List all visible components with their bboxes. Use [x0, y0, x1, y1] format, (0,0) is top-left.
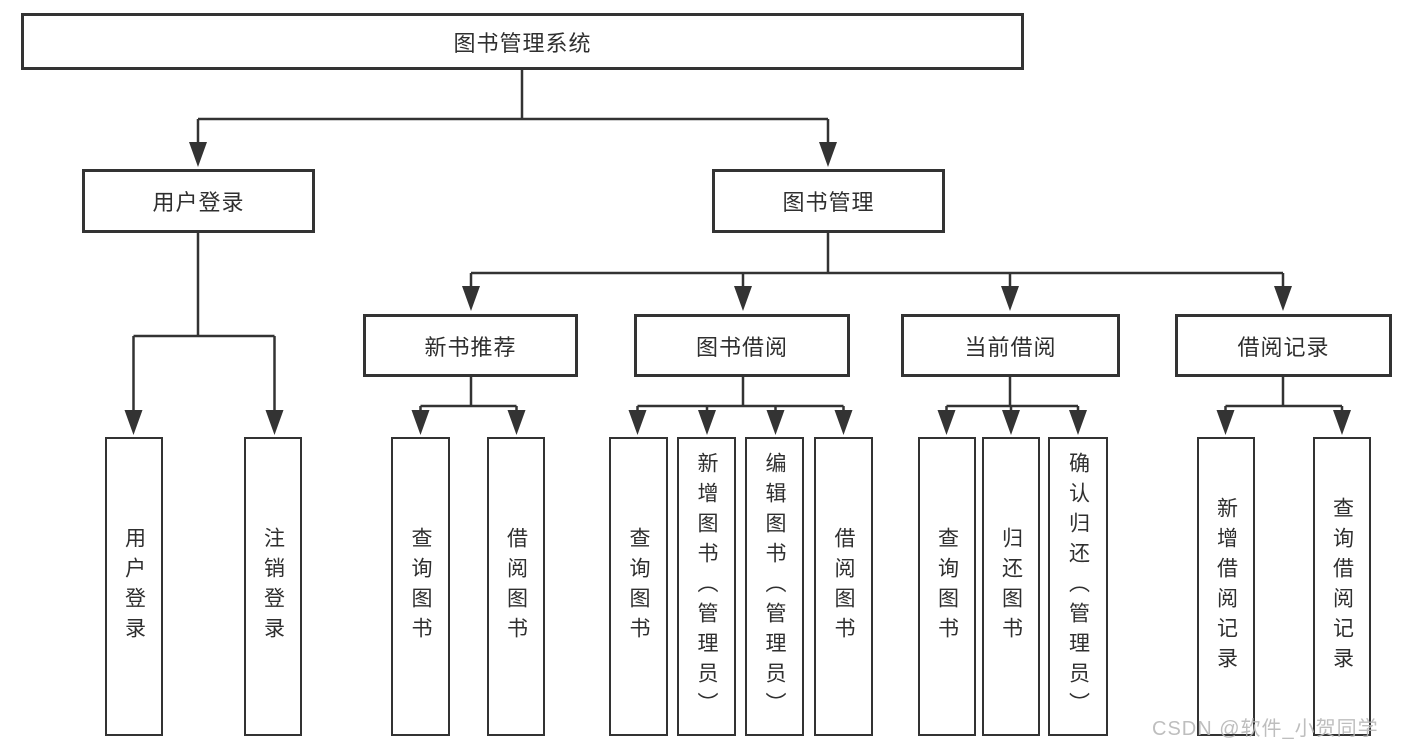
- node-book-borrowing-label: 图书借阅: [695, 334, 788, 360]
- leaf-bb-add-books-admin-label: 新增图书（管理员）: [695, 451, 718, 722]
- watermark: CSDN @软件_小贺同学: [1152, 718, 1379, 740]
- leaf-bb-edit-books-admin: 编辑图书（管理员）: [745, 437, 804, 736]
- node-root: 图书管理系统: [21, 13, 1024, 70]
- leaf-br-add-record-label: 新增借阅记录: [1214, 496, 1238, 677]
- node-user-login-label: 用户登录: [152, 190, 245, 215]
- node-current-borrowing: 当前借阅: [901, 314, 1120, 377]
- node-book-management: 图书管理: [712, 169, 945, 233]
- leaf-cb-query-books: 查询图书: [918, 437, 976, 736]
- leaf-bb-query-books: 查询图书: [609, 437, 668, 736]
- leaf-bb-add-books-admin: 新增图书（管理员）: [677, 437, 736, 736]
- leaf-nbr-query-books-label: 查询图书: [409, 526, 432, 647]
- leaf-nbr-borrow-books: 借阅图书: [487, 437, 545, 736]
- leaf-br-query-record: 查询借阅记录: [1313, 437, 1371, 736]
- leaf-bb-borrow-books: 借阅图书: [814, 437, 873, 736]
- leaf-user-login-label: 用户登录: [122, 526, 146, 647]
- leaf-nbr-query-books: 查询图书: [391, 437, 450, 736]
- leaf-cb-query-books-label: 查询图书: [935, 526, 959, 647]
- node-book-borrowing: 图书借阅: [634, 314, 850, 377]
- leaf-bb-borrow-books-label: 借阅图书: [832, 526, 855, 647]
- leaf-cb-return-books: 归还图书: [982, 437, 1040, 736]
- node-book-management-label: 图书管理: [782, 190, 875, 215]
- leaf-cb-return-books-label: 归还图书: [999, 526, 1023, 647]
- node-root-label: 图书管理系统: [453, 30, 592, 56]
- leaf-user-login: 用户登录: [105, 437, 163, 736]
- node-borrowing-records-label: 借阅记录: [1237, 334, 1330, 360]
- arrowhead-icons: [124, 142, 1351, 435]
- leaf-cb-confirm-return-admin: 确认归还（管理员）: [1048, 437, 1108, 736]
- node-new-book-recommend-label: 新书推荐: [424, 334, 517, 360]
- leaf-br-query-record-label: 查询借阅记录: [1330, 496, 1354, 677]
- node-user-login: 用户登录: [82, 169, 315, 233]
- node-new-book-recommend: 新书推荐: [363, 314, 578, 377]
- leaf-br-add-record: 新增借阅记录: [1197, 437, 1255, 736]
- leaf-logout: 注销登录: [244, 437, 302, 736]
- node-current-borrowing-label: 当前借阅: [964, 334, 1057, 360]
- leaf-bb-edit-books-admin-label: 编辑图书（管理员）: [763, 451, 786, 722]
- node-borrowing-records: 借阅记录: [1175, 314, 1392, 377]
- leaf-nbr-borrow-books-label: 借阅图书: [504, 526, 528, 647]
- leaf-bb-query-books-label: 查询图书: [627, 526, 650, 647]
- leaf-cb-confirm-return-admin-label: 确认归还（管理员）: [1066, 451, 1090, 722]
- leaf-logout-label: 注销登录: [261, 526, 285, 647]
